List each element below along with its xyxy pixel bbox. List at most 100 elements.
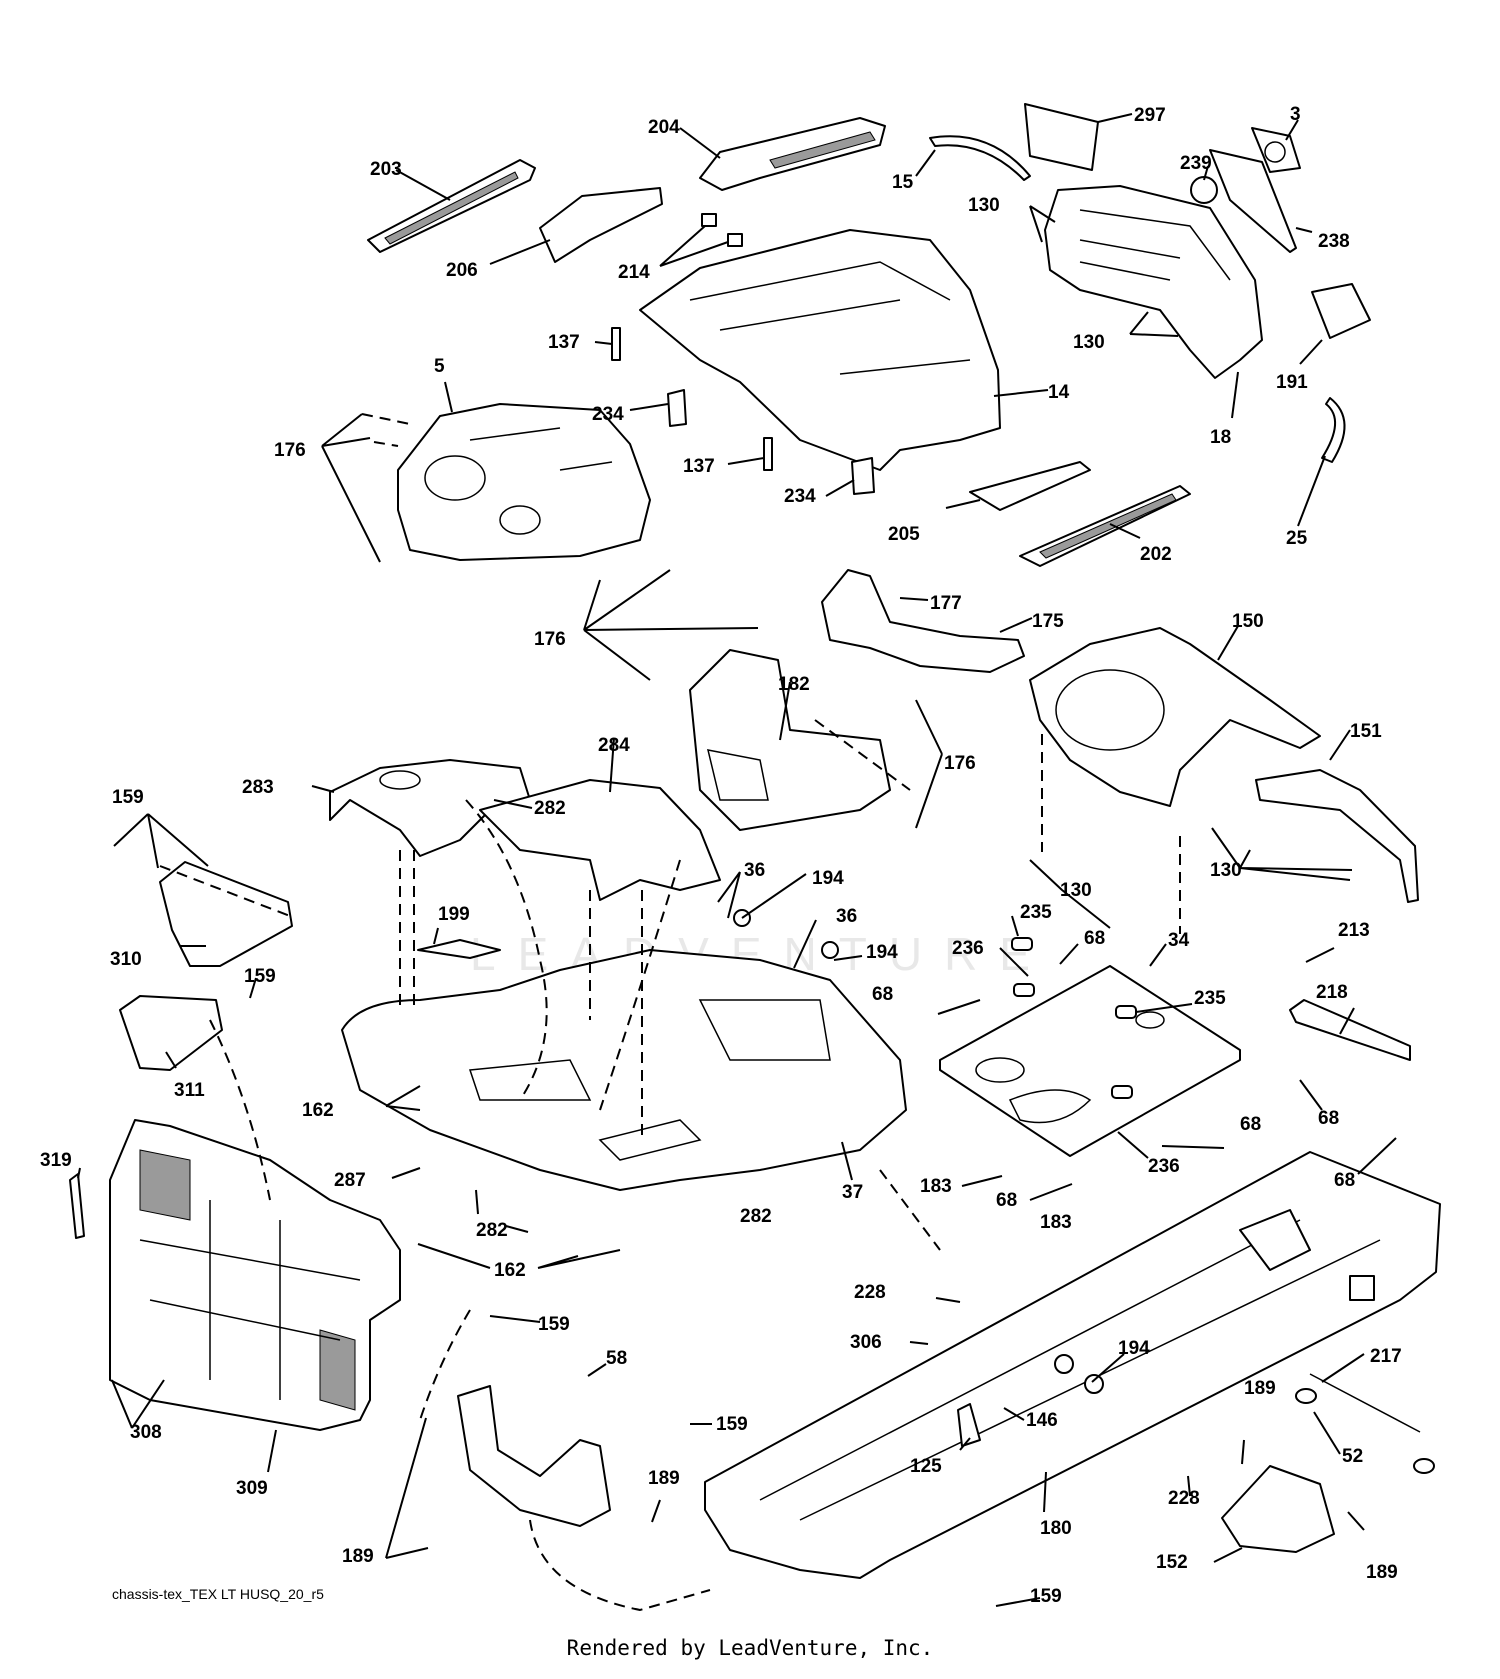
part-3-cap — [1251, 127, 1301, 173]
callout-68a: 68 — [1084, 928, 1105, 949]
callout-159c: 159 — [538, 1314, 570, 1335]
callout-228a: 228 — [854, 1282, 886, 1303]
callout-130c: 130 — [1060, 880, 1092, 901]
callout-236b: 236 — [1148, 1156, 1180, 1177]
callout-176c: 176 — [944, 753, 976, 774]
callout-159d: 159 — [716, 1414, 748, 1435]
callout-194c: 194 — [1118, 1338, 1150, 1359]
part-204-vent-cover — [699, 117, 886, 191]
part-235-236-spacers — [1011, 937, 1137, 1099]
part-283-lower-panel — [329, 759, 531, 857]
callout-199: 199 — [438, 904, 470, 925]
callout-34: 34 — [1168, 930, 1190, 951]
callout-202: 202 — [1140, 544, 1172, 565]
part-310-bracket — [159, 861, 293, 967]
callout-5: 5 — [434, 356, 445, 377]
callout-309: 309 — [236, 1478, 268, 1499]
callout-137b: 137 — [683, 456, 715, 477]
callout-125: 125 — [910, 1456, 942, 1477]
callout-238: 238 — [1318, 231, 1350, 252]
callout-162b: 162 — [494, 1260, 526, 1281]
callout-189d: 189 — [1366, 1562, 1398, 1583]
callout-162a: 162 — [302, 1100, 334, 1121]
callout-68f: 68 — [996, 1190, 1017, 1211]
callout-287: 287 — [334, 1170, 366, 1191]
part-199-strip — [417, 939, 501, 959]
callout-194a: 194 — [812, 868, 844, 889]
callout-37: 37 — [842, 1182, 863, 1203]
assembly-dashed-lines — [159, 413, 1181, 1612]
callout-308: 308 — [130, 1422, 162, 1443]
callout-189a: 189 — [1244, 1378, 1276, 1399]
callout-189c: 189 — [342, 1546, 374, 1567]
part-15-trim — [929, 135, 1031, 181]
callout-130a: 130 — [968, 195, 1000, 216]
part-182-front-panel — [689, 649, 891, 831]
callout-18: 18 — [1210, 427, 1231, 448]
callout-68b: 68 — [872, 984, 893, 1005]
callout-282b: 282 — [740, 1206, 772, 1227]
callout-206: 206 — [446, 260, 478, 281]
callout-213: 213 — [1338, 920, 1370, 941]
callout-297: 297 — [1134, 105, 1166, 126]
part-311-bracket — [119, 995, 223, 1071]
callout-68d: 68 — [1318, 1108, 1339, 1129]
callout-319: 319 — [40, 1150, 72, 1171]
callout-25: 25 — [1286, 528, 1308, 549]
part-14-hood — [639, 229, 1001, 471]
part-205-panel — [969, 461, 1091, 511]
part-234-brackets — [667, 389, 875, 495]
part-238-cover — [1209, 149, 1297, 253]
callout-284: 284 — [598, 735, 630, 756]
callout-189b: 189 — [648, 1468, 680, 1489]
part-202-side-panel — [1019, 485, 1191, 567]
callout-234b: 234 — [784, 486, 816, 507]
callout-235b: 235 — [1194, 988, 1226, 1009]
callout-204: 204 — [648, 117, 680, 138]
part-194-nuts — [733, 909, 1104, 1394]
callout-36a: 36 — [744, 860, 765, 881]
callout-68e: 68 — [1334, 1170, 1355, 1191]
callout-218: 218 — [1316, 982, 1348, 1003]
callout-282c: 282 — [476, 1220, 508, 1241]
callout-205: 205 — [888, 524, 920, 545]
callout-68c: 68 — [1240, 1114, 1261, 1135]
callout-239: 239 — [1180, 153, 1212, 174]
callout-183a: 183 — [920, 1176, 952, 1197]
part-297-cap — [1024, 103, 1099, 171]
part-37-body-frame — [341, 949, 907, 1191]
part-18-grille-housing — [1044, 185, 1263, 379]
callout-282a: 282 — [534, 798, 566, 819]
part-125-bracket — [957, 1403, 981, 1447]
callout-194b: 194 — [866, 942, 898, 963]
callout-152: 152 — [1156, 1552, 1188, 1573]
callout-labels: 297 3 204 203 15 239 130 238 206 214 137… — [40, 104, 1402, 1607]
callout-159b: 159 — [244, 966, 276, 987]
callout-182: 182 — [778, 674, 810, 695]
rendered-by-footer: Rendered by LeadVenture, Inc. — [566, 1636, 934, 1660]
part-214-clips — [701, 213, 743, 247]
part-309-front-grille — [109, 1119, 401, 1431]
callout-235a: 235 — [1020, 902, 1052, 923]
part-150-fan-shroud — [1029, 627, 1321, 807]
callout-159a: 159 — [112, 787, 144, 808]
source-filename-label: chassis-tex_TEX LT HUSQ_20_r5 — [112, 1586, 324, 1602]
part-175-bracket — [821, 569, 1025, 673]
part-217-rod — [1309, 1373, 1421, 1433]
callout-217: 217 — [1370, 1346, 1402, 1367]
callout-191: 191 — [1276, 372, 1308, 393]
callout-228b: 228 — [1168, 1488, 1200, 1509]
callout-176a: 176 — [274, 440, 306, 461]
part-319-clip — [69, 1173, 85, 1239]
part-5-dash-panel — [397, 403, 651, 561]
part-34-mounting-plate — [939, 965, 1241, 1157]
callout-183b: 183 — [1040, 1212, 1072, 1233]
callout-177: 177 — [930, 593, 962, 614]
callout-3: 3 — [1290, 104, 1301, 125]
callout-310: 310 — [110, 949, 142, 970]
callout-203: 203 — [370, 159, 402, 180]
callout-311: 311 — [174, 1080, 205, 1101]
part-58-bracket — [457, 1385, 611, 1527]
part-206-bracket — [539, 187, 663, 263]
